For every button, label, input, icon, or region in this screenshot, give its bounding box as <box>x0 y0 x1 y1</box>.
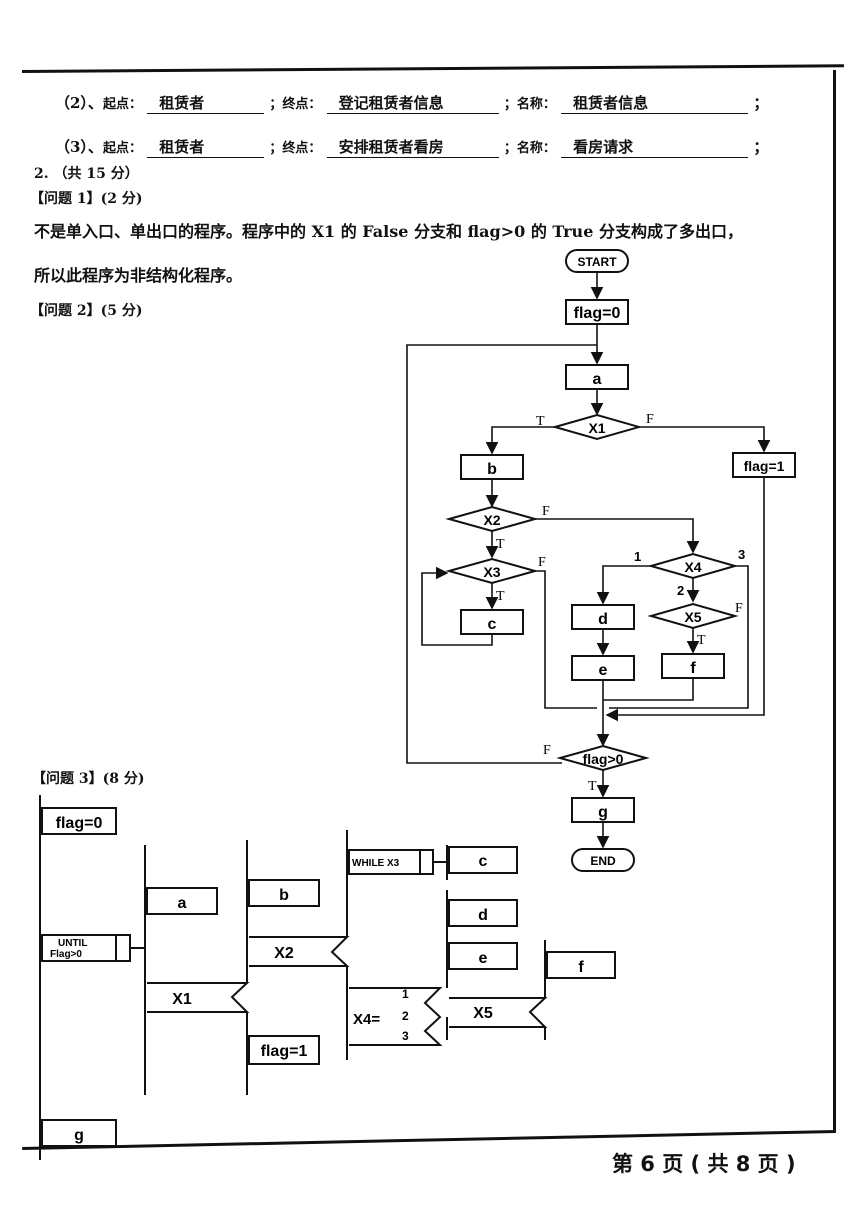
fc-x5-false: F <box>735 601 743 616</box>
fc-cond-false: F <box>543 743 551 758</box>
fc-x5-label: X5 <box>684 609 701 625</box>
question-1-heading: 【问题 1】(2 分) <box>30 191 143 207</box>
ns-flag1-box <box>248 1035 320 1065</box>
fc-flag1-label: flag=1 <box>744 458 785 474</box>
page-number: 第 6 页 ( 共 8 页 ) <box>612 1152 796 1176</box>
page-border-right <box>833 70 836 1130</box>
fc-x2-label: X2 <box>483 512 500 528</box>
fc-flag1-box <box>732 452 796 478</box>
ns-g-box <box>41 1119 117 1147</box>
fc-init-box <box>565 299 629 325</box>
ns-x4-label: X4= <box>353 1011 380 1028</box>
ns-f-box <box>546 951 616 979</box>
fc-x5-diamond <box>647 602 739 630</box>
ns-x1-label: X1 <box>172 991 192 1008</box>
ns-x4-case-3: 3 <box>402 1029 409 1043</box>
fc-x2-false: F <box>542 504 550 519</box>
ns-x1-selector <box>147 982 250 1013</box>
fc-x3-label: X3 <box>483 564 500 580</box>
fc-x1-true: T <box>536 414 545 429</box>
fc-d-label: d <box>598 611 608 628</box>
ns-x4-case-1: 1 <box>402 987 409 1001</box>
fc-start-label: START <box>577 255 617 269</box>
fc-f-label: f <box>690 660 696 677</box>
ns-b-label: b <box>279 887 289 904</box>
fc-x4-case-2: 2 <box>677 583 684 598</box>
fc-x3-true: T <box>496 589 505 604</box>
fc-x4-case-3: 3 <box>738 547 745 562</box>
ns-x2-selector <box>249 936 350 967</box>
fc-end <box>571 848 635 872</box>
ns-init-label: flag=0 <box>56 815 103 832</box>
ns-x4-case-2: 2 <box>402 1009 409 1023</box>
fc-c-label: c <box>488 616 497 633</box>
question-2-heading: 【问题 2】(5 分) <box>30 303 143 319</box>
ns-while-label: WHILE X3 <box>352 858 400 869</box>
fc-a-box <box>565 364 629 390</box>
answer-row-3: （3）、起点： 租赁者 ；终点： 安排租赁者看房 ；名称： 看房请求 ； <box>55 138 769 158</box>
ns-until-label-1: UNTIL <box>58 938 87 949</box>
fc-d-box <box>571 604 635 630</box>
fc-e-box <box>571 655 635 681</box>
ns-a-label: a <box>178 895 187 912</box>
fc-x4-label: X4 <box>684 559 701 575</box>
section-heading: 2. （共 15 分） <box>34 166 139 182</box>
ns-x5-selector <box>449 997 548 1028</box>
question-3-heading: 【问题 3】(8 分) <box>32 771 145 787</box>
fc-end-label: END <box>590 854 616 868</box>
ns-flag1-label: flag=1 <box>261 1043 308 1060</box>
fc-cond-label: flag>0 <box>583 751 624 767</box>
ns-f-label: f <box>578 959 584 976</box>
fc-cond-diamond <box>556 744 650 772</box>
ns-g-label: g <box>74 1127 84 1144</box>
ns-c-box <box>448 846 518 874</box>
ns-e-box <box>448 942 518 970</box>
fc-b-box <box>460 454 524 480</box>
fc-x5-true: T <box>697 633 706 648</box>
question-1-line-1: 不是单入口、单出口的程序。程序中的 X1 的 False 分支和 flag>0 … <box>34 222 743 241</box>
ns-x2-label: X2 <box>274 945 294 962</box>
ns-a-box <box>146 887 218 915</box>
fc-x1-label: X1 <box>588 420 605 436</box>
question-1-line-2: 所以此程序为非结构化程序。 <box>34 266 243 285</box>
ns-until-label-2: Flag>0 <box>50 949 82 960</box>
fc-init-label: flag=0 <box>574 305 621 322</box>
fc-x3-false: F <box>538 555 546 570</box>
ns-b-box <box>248 879 320 907</box>
fc-g-label: g <box>598 804 608 821</box>
ns-e-label: e <box>479 950 488 967</box>
answer-row-2: （2）、起点： 租赁者 ；终点： 登记租赁者信息 ；名称： 租赁者信息 ； <box>55 94 769 114</box>
fc-x1-false: F <box>646 412 654 427</box>
ns-init-box <box>41 807 117 835</box>
ns-d-label: d <box>478 907 488 924</box>
fc-b-label: b <box>487 461 497 478</box>
fc-e-label: e <box>599 662 608 679</box>
fc-x2-true: T <box>496 537 505 552</box>
ns-c-label: c <box>479 853 488 870</box>
ns-x4-selector <box>349 987 443 1046</box>
fc-x4-case-1: 1 <box>634 549 641 564</box>
fc-a-label: a <box>593 371 602 388</box>
ns-x5-label: X5 <box>473 1005 493 1022</box>
fc-cond-true: T <box>588 779 597 794</box>
ns-d-box <box>448 899 518 927</box>
fc-f-box <box>661 653 725 679</box>
